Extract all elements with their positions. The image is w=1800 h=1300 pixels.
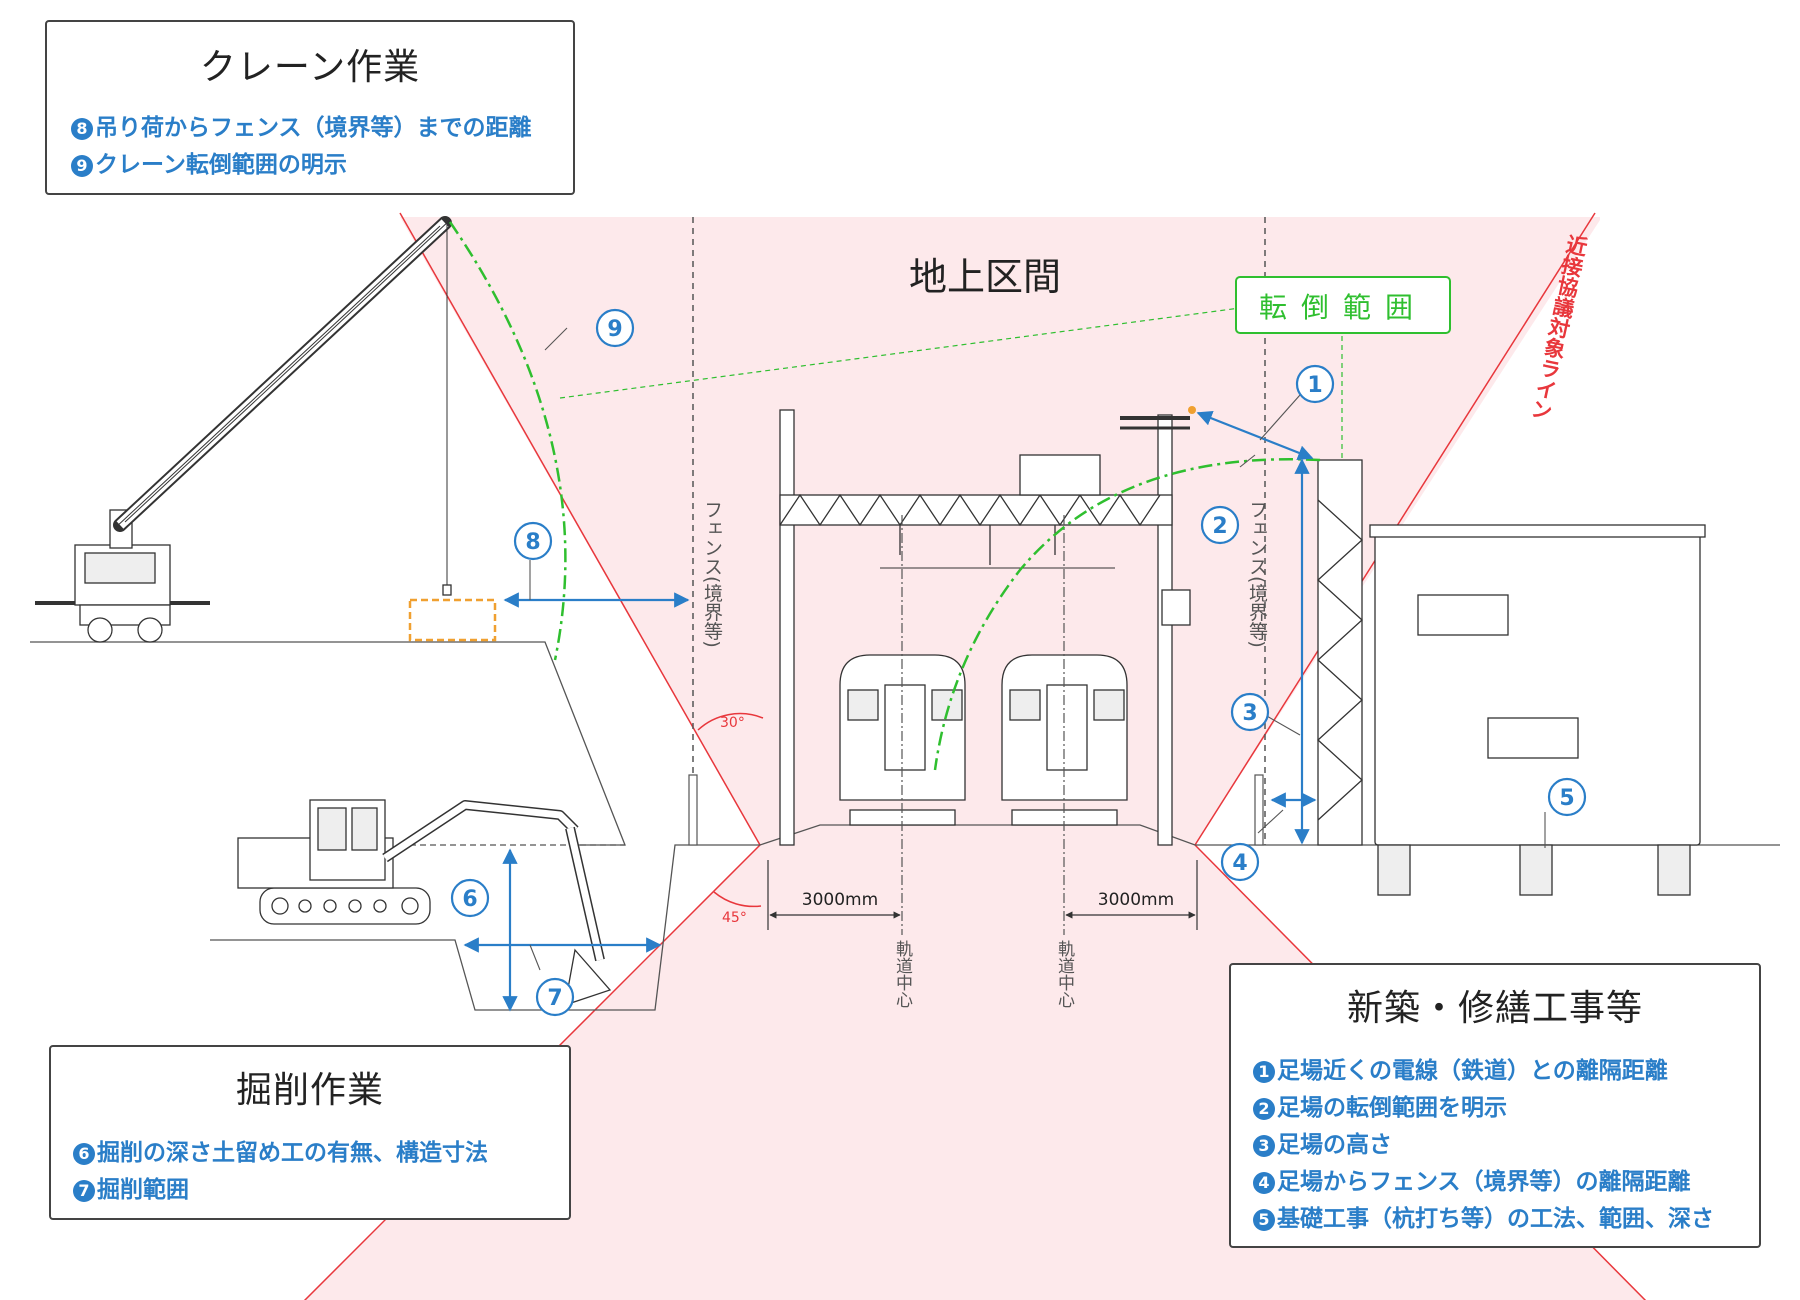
fence-right-label: フェンス(境界等): [1246, 500, 1268, 648]
marker-7-label: 7: [547, 986, 562, 1011]
marker-7: [535, 977, 575, 1017]
marker-leaders: [529, 327, 1546, 971]
dimension-arrows: [463, 410, 1317, 1012]
marker-2-label: 2: [1212, 514, 1227, 539]
fall-range-leaders: [559, 307, 1343, 458]
catenary-gantry-icon: [779, 406, 1196, 846]
marker-6: [450, 878, 490, 918]
marker-9-label: 9: [607, 317, 622, 342]
circle-marker-labels: 1 2 3 4 5 6 7 8 9: [462, 317, 1574, 1011]
marker-9: [595, 308, 635, 348]
marker-8-label: 8: [525, 530, 540, 555]
fall-range-label: 転倒範囲: [1259, 291, 1427, 324]
fall-range-label-box: [1235, 276, 1451, 334]
marker-5: [1547, 777, 1587, 817]
marker-8: [513, 521, 553, 561]
circle-markers: [450, 308, 1587, 1017]
marker-4-label: 4: [1232, 851, 1247, 876]
angle-top-label: 30°: [720, 715, 745, 731]
angle-bottom-label: 45°: [722, 910, 747, 926]
marker-6-label: 6: [462, 887, 477, 912]
fence-left-label: フェンス(境界等): [701, 500, 723, 648]
track-center-lines: [901, 515, 1065, 935]
marker-2: [1200, 505, 1240, 545]
marker-1-label: 1: [1307, 373, 1322, 398]
marker-4: [1220, 842, 1260, 882]
excavator-icon: [237, 799, 612, 1006]
track-center-label-2: 軌道中心: [1054, 940, 1075, 1008]
marker-3-label: 3: [1242, 701, 1257, 726]
crane-work-title: クレーン作業: [199, 47, 421, 88]
marker-1: [1295, 364, 1335, 404]
dimension-left-label: 3000mm: [802, 890, 878, 910]
fence-post-right: [1254, 774, 1264, 846]
marker-3: [1230, 692, 1270, 732]
crane-truck-icon: [35, 216, 452, 643]
track-center-label-1: 軌道中心: [892, 940, 913, 1008]
marker-5-label: 5: [1559, 786, 1574, 811]
excavation-work-title: 掘削作業: [235, 1070, 384, 1111]
track-dimension-lines: [767, 860, 1198, 930]
construction-work-title: 新築・修繕工事等: [1346, 988, 1643, 1029]
suspended-load-icon: [408, 598, 497, 642]
building-icon: [1369, 524, 1706, 896]
scaffold-icon: [1317, 459, 1363, 846]
dimension-right-label: 3000mm: [1098, 890, 1174, 910]
fence-post-left: [688, 774, 698, 846]
ground-section-label: 地上区間: [909, 255, 1061, 299]
